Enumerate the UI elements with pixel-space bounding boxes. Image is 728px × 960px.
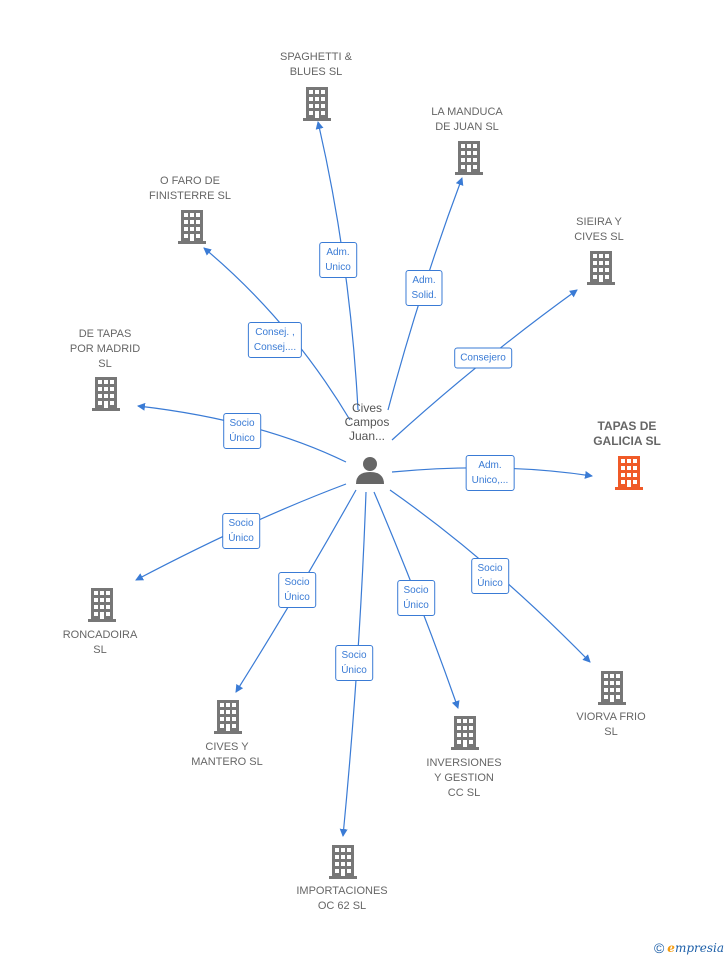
role-line: Único [228, 533, 254, 544]
company-name-line: DE JUAN SL [435, 121, 499, 133]
role-badge-o-faro[interactable]: Consej. , Consej.... [247, 322, 303, 358]
company-label-la-manduca[interactable]: LA MANDUCA DE JUAN SL [431, 105, 503, 135]
company-name-line: CC SL [447, 787, 481, 799]
company-label-importaciones[interactable]: IMPORTACIONES OC 62 SL [296, 884, 387, 914]
center-name-line-1: Cives [351, 401, 382, 415]
role-badge-la-manduca[interactable]: Adm. Solid. [405, 270, 443, 306]
building-icon[interactable] [88, 588, 116, 622]
company-name-line: BLUES SL [289, 66, 343, 78]
company-name-line: SPAGHETTI & [280, 51, 352, 63]
role-line: Consejero [460, 352, 506, 364]
building-icon[interactable] [455, 141, 483, 175]
role-line: Adm. [326, 247, 350, 258]
role-line: Consej. , [255, 327, 295, 338]
company-label-sieira[interactable]: SIEIRA Y CIVES SL [574, 215, 624, 245]
company-name-line: IMPORTACIONES [296, 885, 388, 897]
building-icon[interactable] [451, 716, 479, 750]
company-name-line: DE TAPAS [78, 328, 132, 340]
brand-logo: empresia [667, 941, 724, 955]
building-icon[interactable] [587, 251, 615, 285]
company-label-spaghetti[interactable]: SPAGHETTI & BLUES SL [280, 50, 352, 80]
role-line: Único [229, 433, 255, 444]
role-badge-roncadoira[interactable]: Socio Único [222, 513, 260, 549]
building-icon[interactable] [615, 456, 643, 490]
company-name-line: SL [93, 644, 107, 656]
role-line: Unico,... [471, 475, 509, 486]
company-name-line: POR MADRID [69, 343, 141, 355]
building-icon[interactable] [598, 671, 626, 705]
role-badge-tapas-galicia[interactable]: Adm. Unico,... [465, 455, 515, 491]
company-name-line: SIEIRA Y [576, 216, 622, 228]
building-icon[interactable] [178, 210, 206, 244]
center-name-line-3: Juan... [348, 429, 386, 443]
role-badge-cives-mantero[interactable]: Socio Único [278, 572, 316, 608]
company-label-tapas-galicia[interactable]: TAPAS DE GALICIA SL [593, 419, 661, 449]
building-icon[interactable] [214, 700, 242, 734]
company-label-cives-mantero[interactable]: CIVES Y MANTERO SL [191, 740, 263, 770]
company-name-line: SL [604, 726, 618, 738]
role-line: Único [477, 578, 503, 589]
role-line: Solid. [411, 290, 437, 301]
role-line: Adm. [412, 275, 436, 286]
company-name-line: Y GESTION [434, 772, 494, 784]
building-icon[interactable] [92, 377, 120, 411]
role-badge-inversiones[interactable]: Socio Único [397, 580, 435, 616]
role-line: Socio [403, 585, 429, 596]
role-line: Socio [477, 563, 503, 574]
role-badge-viorva[interactable]: Socio Único [471, 558, 509, 594]
footer-brand[interactable]: © empresia [654, 940, 724, 956]
company-label-o-faro[interactable]: O FARO DE FINISTERRE SL [149, 174, 231, 204]
role-line: Unico [325, 262, 351, 273]
company-name-line: RONCADOIRA [62, 629, 138, 641]
role-line: Socio [228, 518, 254, 529]
role-line: Único [341, 665, 367, 676]
company-label-viorva[interactable]: VIORVA FRIO SL [576, 710, 645, 740]
copyright-symbol: © [653, 940, 665, 956]
company-name-line: INVERSIONES [426, 757, 502, 769]
role-badge-de-tapas[interactable]: Socio Único [223, 413, 261, 449]
company-name-line: VIORVA FRIO [576, 711, 646, 723]
company-name-line: GALICIA SL [593, 434, 661, 448]
company-name-line: CIVES Y [205, 741, 249, 753]
role-badge-spaghetti[interactable]: Adm. Unico [319, 242, 357, 278]
role-line: Adm. [478, 460, 502, 471]
company-name-line: O FARO DE [160, 175, 220, 187]
role-badge-importaciones[interactable]: Socio Único [335, 645, 373, 681]
company-name-line: MANTERO SL [191, 756, 263, 768]
building-icon[interactable] [329, 845, 357, 879]
center-name-line-2: Campos [344, 415, 390, 429]
role-line: Único [284, 592, 310, 603]
company-name-line: CIVES SL [574, 231, 624, 243]
brand-logo-text: mpresia [674, 941, 724, 955]
company-label-roncadoira[interactable]: RONCADOIRA SL [63, 628, 138, 658]
person-icon[interactable] [356, 457, 384, 484]
company-name-line: SL [98, 358, 112, 370]
company-name-line: OC 62 SL [317, 900, 367, 912]
center-person-label[interactable]: Cives Campos Juan... [345, 401, 390, 443]
role-badge-sieira[interactable]: Consejero [454, 347, 512, 369]
building-icon[interactable] [303, 87, 331, 121]
role-line: Socio [229, 418, 255, 429]
company-label-inversiones[interactable]: INVERSIONES Y GESTION CC SL [426, 756, 501, 801]
company-name-line: LA MANDUCA [431, 106, 503, 118]
role-line: Socio [341, 650, 367, 661]
company-label-de-tapas[interactable]: DE TAPAS POR MADRID SL [70, 327, 140, 372]
role-line: Socio [284, 577, 310, 588]
brand-logo-e: e [667, 941, 675, 955]
company-name-line: FINISTERRE SL [149, 190, 231, 202]
company-name-line: TAPAS DE [597, 419, 657, 433]
role-line: Consej.... [253, 342, 297, 353]
role-line: Único [403, 600, 429, 611]
